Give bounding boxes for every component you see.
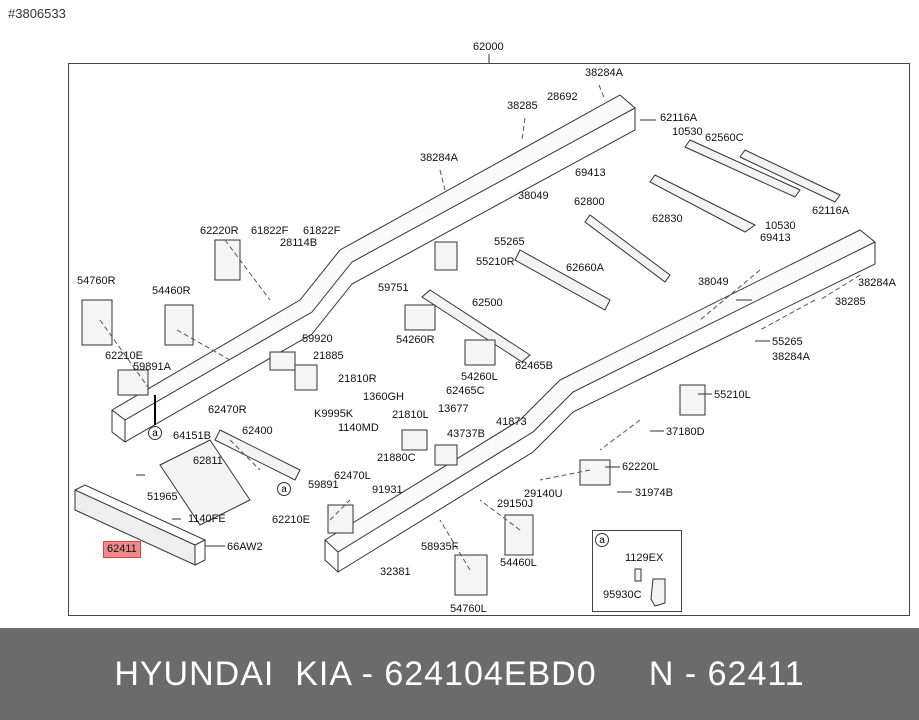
part-label: 38049 xyxy=(518,190,549,202)
part-label: 43737B xyxy=(447,428,485,440)
part-label: 61822F xyxy=(303,225,341,237)
assembly-number-label: 62000 xyxy=(473,41,504,53)
part-label: 62116A xyxy=(812,205,850,217)
part-label: 54460L xyxy=(500,557,537,569)
part-label: 59891A xyxy=(133,361,171,373)
highlighted-part-label: 62411 xyxy=(103,541,141,558)
callout-a-lower: a xyxy=(277,482,291,496)
document-id: #3806533 xyxy=(8,6,66,21)
part-label: 10530 xyxy=(765,220,796,232)
part-label: 38284A xyxy=(858,277,896,289)
part-label: 62470L xyxy=(334,470,371,482)
part-label: 38284A xyxy=(772,351,810,363)
part-label: 62400 xyxy=(242,425,273,437)
part-label: 62220R xyxy=(200,225,239,237)
part-label: 32381 xyxy=(380,566,411,578)
part-label: 1360GH xyxy=(363,391,404,403)
detail-inset: a 1129EX 95930C xyxy=(592,530,682,612)
part-label: 59920 xyxy=(302,333,333,345)
part-label: 54760R xyxy=(77,275,116,287)
frame-drawing xyxy=(74,54,876,596)
part-label: 62116A xyxy=(660,112,698,124)
part-label: 28692 xyxy=(547,91,578,103)
part-label: 62210E xyxy=(272,514,310,526)
part-label: 59891 xyxy=(308,479,339,491)
part-label: 21810L xyxy=(392,409,429,421)
part-label: 95930C xyxy=(603,589,642,601)
part-label: 10530 xyxy=(672,126,703,138)
callout-a-upper: a xyxy=(148,426,162,440)
part-label: 62465C xyxy=(446,385,485,397)
part-label: 38284A xyxy=(420,152,458,164)
part-label: 38285 xyxy=(835,296,866,308)
part-label: 1140MD xyxy=(338,422,379,434)
bolt-and-clip-drawing xyxy=(634,568,666,607)
part-label: 59751 xyxy=(378,282,409,294)
part-label: 28114B xyxy=(280,237,318,249)
part-label: 38284A xyxy=(585,67,623,79)
part-label: 21810R xyxy=(338,373,377,385)
part-label: 38285 xyxy=(507,100,538,112)
part-label: 21880C xyxy=(377,452,416,464)
part-label: 69413 xyxy=(575,167,606,179)
part-label: 37180D xyxy=(666,426,705,438)
part-label: 62800 xyxy=(574,196,605,208)
inset-callout-a: a xyxy=(595,533,609,547)
part-label: 62470R xyxy=(208,404,247,416)
part-label: 29140U xyxy=(524,488,563,500)
part-label: 62811 xyxy=(193,455,223,467)
part-label: 66AW2 xyxy=(227,541,263,553)
part-label: 54260R xyxy=(396,334,435,346)
part-label: 58935F xyxy=(421,541,459,553)
part-label: 55265 xyxy=(494,236,525,248)
footer-banner: HYUNDAI KIA - 624104EBD0 N - 62411 xyxy=(0,628,919,720)
part-label: 31974B xyxy=(635,487,673,499)
part-label: 61822F xyxy=(251,225,289,237)
part-label: 55210R xyxy=(476,256,515,268)
part-label: 21885 xyxy=(313,350,344,362)
part-label: 54460R xyxy=(152,285,191,297)
part-label: K9995K xyxy=(314,408,354,420)
part-label: 62210E xyxy=(105,350,143,362)
part-label: 54760L xyxy=(450,603,487,615)
part-label: 55265 xyxy=(772,336,803,348)
part-label: 38049 xyxy=(698,276,729,288)
part-label: 62220L xyxy=(622,461,659,473)
part-label: 62830 xyxy=(652,213,683,225)
diagram-frame xyxy=(68,63,910,616)
part-label: 1140FE xyxy=(188,513,226,525)
part-label: 62465B xyxy=(515,360,553,372)
part-label: 62660A xyxy=(566,262,604,274)
part-label: 29150J xyxy=(497,498,534,510)
footer-part-number: HYUNDAI KIA - 624104EBD0 N - 62411 xyxy=(0,628,919,720)
part-label: 91931 xyxy=(372,484,403,496)
footer-text: HYUNDAI KIA - 624104EBD0 N - 62411 xyxy=(114,654,805,693)
part-label: 64151B xyxy=(173,430,211,442)
part-label: 62560C xyxy=(705,132,744,144)
part-label: 54260L xyxy=(461,371,498,383)
part-label: 62500 xyxy=(472,297,503,309)
part-label: 69413 xyxy=(760,232,791,244)
part-label: 51965 xyxy=(147,491,178,503)
part-label: 41873 xyxy=(496,416,527,428)
part-label: 13677 xyxy=(438,403,469,415)
part-label: 1129EX xyxy=(625,552,664,564)
part-label: 55210L xyxy=(714,389,751,401)
